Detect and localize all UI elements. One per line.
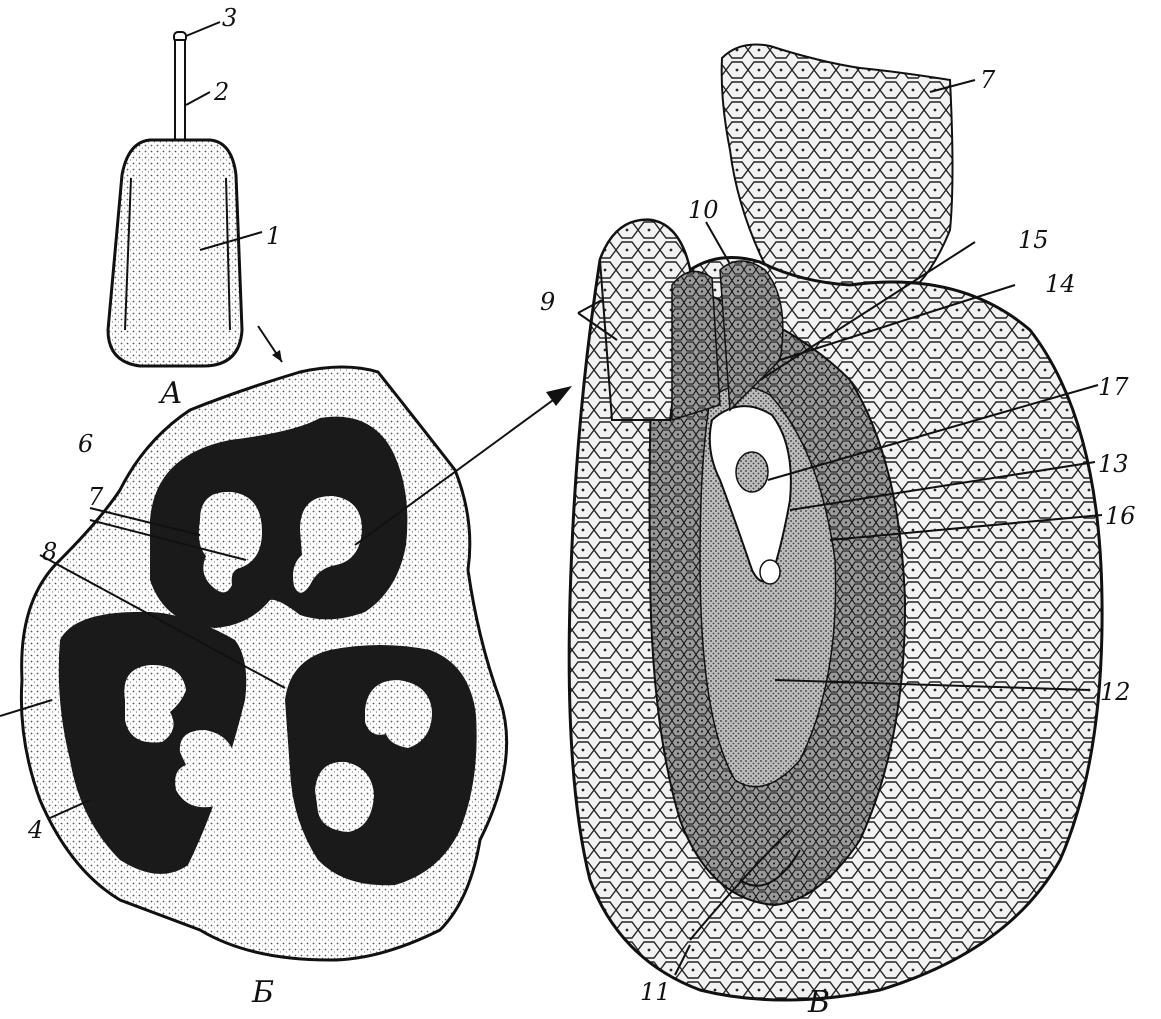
panel-a-letter: А bbox=[158, 376, 183, 411]
callout-14: 14 bbox=[1045, 270, 1076, 298]
callout-3: 3 bbox=[222, 4, 237, 32]
callout-4: 4 bbox=[27, 816, 43, 844]
callout-10: 10 bbox=[688, 196, 719, 224]
callout-13: 13 bbox=[1098, 450, 1129, 478]
locule-right bbox=[285, 645, 477, 885]
egg-apparatus bbox=[736, 452, 768, 492]
panel-b-letter: Б bbox=[251, 975, 274, 1010]
panel-c-letter: В bbox=[807, 985, 830, 1019]
callout-15: 15 bbox=[1018, 226, 1049, 254]
pistil-style bbox=[175, 40, 185, 145]
callout-16: 16 bbox=[1105, 502, 1136, 530]
integument-lobe-middle bbox=[672, 271, 720, 420]
callout-7-section: 7 bbox=[88, 483, 104, 511]
callout-8: 8 bbox=[42, 538, 57, 566]
callout-6: 6 bbox=[78, 430, 93, 458]
callout-1: 1 bbox=[266, 222, 281, 250]
callout-2: 2 bbox=[213, 78, 229, 106]
callout-7-ovule: 7 bbox=[980, 66, 996, 94]
callout-17: 17 bbox=[1098, 373, 1129, 401]
ovule-right-lower bbox=[315, 762, 374, 832]
antipodals bbox=[760, 560, 780, 584]
callout-9: 9 bbox=[540, 288, 555, 316]
panel-b-cross-section bbox=[21, 367, 506, 960]
arrow-a-to-b-head bbox=[272, 350, 282, 362]
callout-12: 12 bbox=[1100, 678, 1131, 706]
callout-11: 11 bbox=[640, 978, 671, 1006]
